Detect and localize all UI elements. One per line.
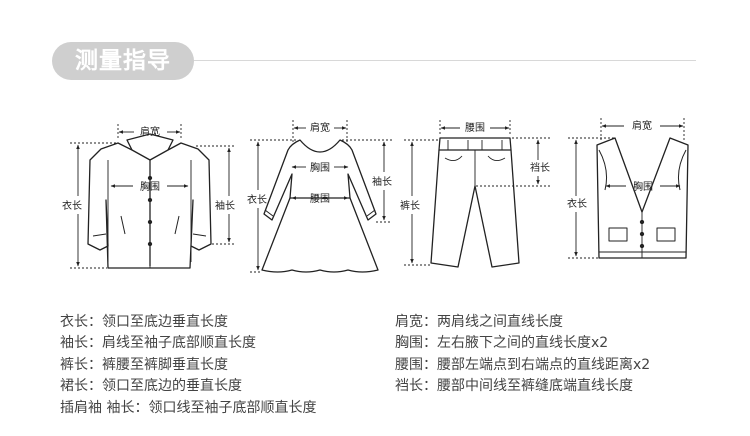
dress-skirt <box>261 197 379 273</box>
dress-chest-label: 胸围 <box>310 161 330 174</box>
vest-pocket-right <box>656 227 676 242</box>
title-pill: 测量指导 <box>52 42 194 80</box>
dress-cuffs <box>264 209 376 217</box>
definition-row: 裤长：裤腰至裤脚垂直长度 <box>60 355 228 375</box>
definition-term: 腰围： <box>395 357 437 373</box>
definition-desc: 领口线至袖子底部顺直长度 <box>148 400 317 416</box>
definition-term: 胸围： <box>395 335 437 351</box>
definition-term: 裆长： <box>395 378 437 394</box>
jacket-sleeve-label: 袖长 <box>215 199 235 212</box>
definition-row: 袖长：肩线至袖子底部顺直长度 <box>60 333 256 353</box>
definition-row: 腰围：腰部左端点到右端点的直线距离x2 <box>395 355 650 375</box>
title-divider <box>194 60 696 61</box>
vest-pocket-left <box>608 227 628 242</box>
jacket-pockets <box>120 215 180 235</box>
definition-desc: 左右腋下之间的直线长度x2 <box>437 335 609 351</box>
vest-body <box>596 137 689 259</box>
pants-details <box>444 140 506 186</box>
dress-waist-label: 腰围 <box>310 193 330 205</box>
jacket-measure-lines <box>70 124 236 269</box>
jacket-seams <box>92 160 207 268</box>
dress-diagram <box>261 139 379 273</box>
pants-measure-lines <box>404 120 550 266</box>
dress-bodice <box>263 139 377 221</box>
vest-measure-lines <box>568 118 685 259</box>
definition-desc: 腰部左端点到右端点的直线距离x2 <box>437 357 651 373</box>
definition-row: 裆长：腰部中间线至裤缝底端直线长度 <box>395 376 633 396</box>
jacket-shoulder-label: 肩宽 <box>140 125 160 138</box>
dress-measure-lines <box>250 120 392 273</box>
definition-term: 肩宽： <box>395 314 437 330</box>
definition-term: 裤长： <box>60 357 102 373</box>
pants-diagram <box>430 137 520 268</box>
definition-term: 袖长： <box>60 335 102 351</box>
definition-desc: 领口至底边的垂直长度 <box>102 378 242 394</box>
pants-waist-label: 腰围 <box>465 122 485 134</box>
pants-rise-label: 裆长 <box>530 161 550 174</box>
jacket-body <box>87 142 212 269</box>
definition-desc: 领口至底边垂直长度 <box>102 314 228 330</box>
dress-shoulder-label: 肩宽 <box>310 121 330 134</box>
dress-sleeve-label: 袖长 <box>372 175 392 188</box>
definition-row: 胸围：左右腋下之间的直线长度x2 <box>395 333 608 353</box>
definition-row: 插肩袖 袖长：领口线至袖子底部顺直长度 <box>60 398 316 418</box>
definition-desc: 裤腰至裤脚垂直长度 <box>102 357 228 373</box>
pants-length-label: 裤长 <box>400 199 420 212</box>
page-title: 测量指导 <box>75 48 171 74</box>
pants-waistband <box>438 137 512 151</box>
definition-row: 裙长：领口至底边的垂直长度 <box>60 376 242 396</box>
definition-row: 衣长：领口至底边垂直长度 <box>60 312 228 332</box>
jacket-chest-label: 胸围 <box>140 180 160 193</box>
definition-row: 肩宽：两肩线之间直线长度 <box>395 312 563 332</box>
dress-length-label: 衣长 <box>247 193 267 206</box>
vest-chest-label: 胸围 <box>633 180 653 193</box>
vest-diagram <box>596 137 689 259</box>
jacket-length-label: 衣长 <box>62 199 82 212</box>
definition-term: 裙长： <box>60 378 102 394</box>
definition-term: 插肩袖 袖长： <box>60 400 149 416</box>
definition-desc: 腰部中间线至裤缝底端直线长度 <box>437 378 633 394</box>
vest-length-label: 衣长 <box>567 197 587 210</box>
definition-desc: 肩线至袖子底部顺直长度 <box>102 335 256 351</box>
jacket-diagram <box>87 133 212 269</box>
vest-shoulder-label: 肩宽 <box>632 119 652 132</box>
definition-term: 衣长： <box>60 314 102 330</box>
garment-diagrams: 肩宽 胸围 衣长 袖长 肩宽 胸围 腰围 衣长 袖长 <box>62 118 689 273</box>
definition-desc: 两肩线之间直线长度 <box>437 314 563 330</box>
